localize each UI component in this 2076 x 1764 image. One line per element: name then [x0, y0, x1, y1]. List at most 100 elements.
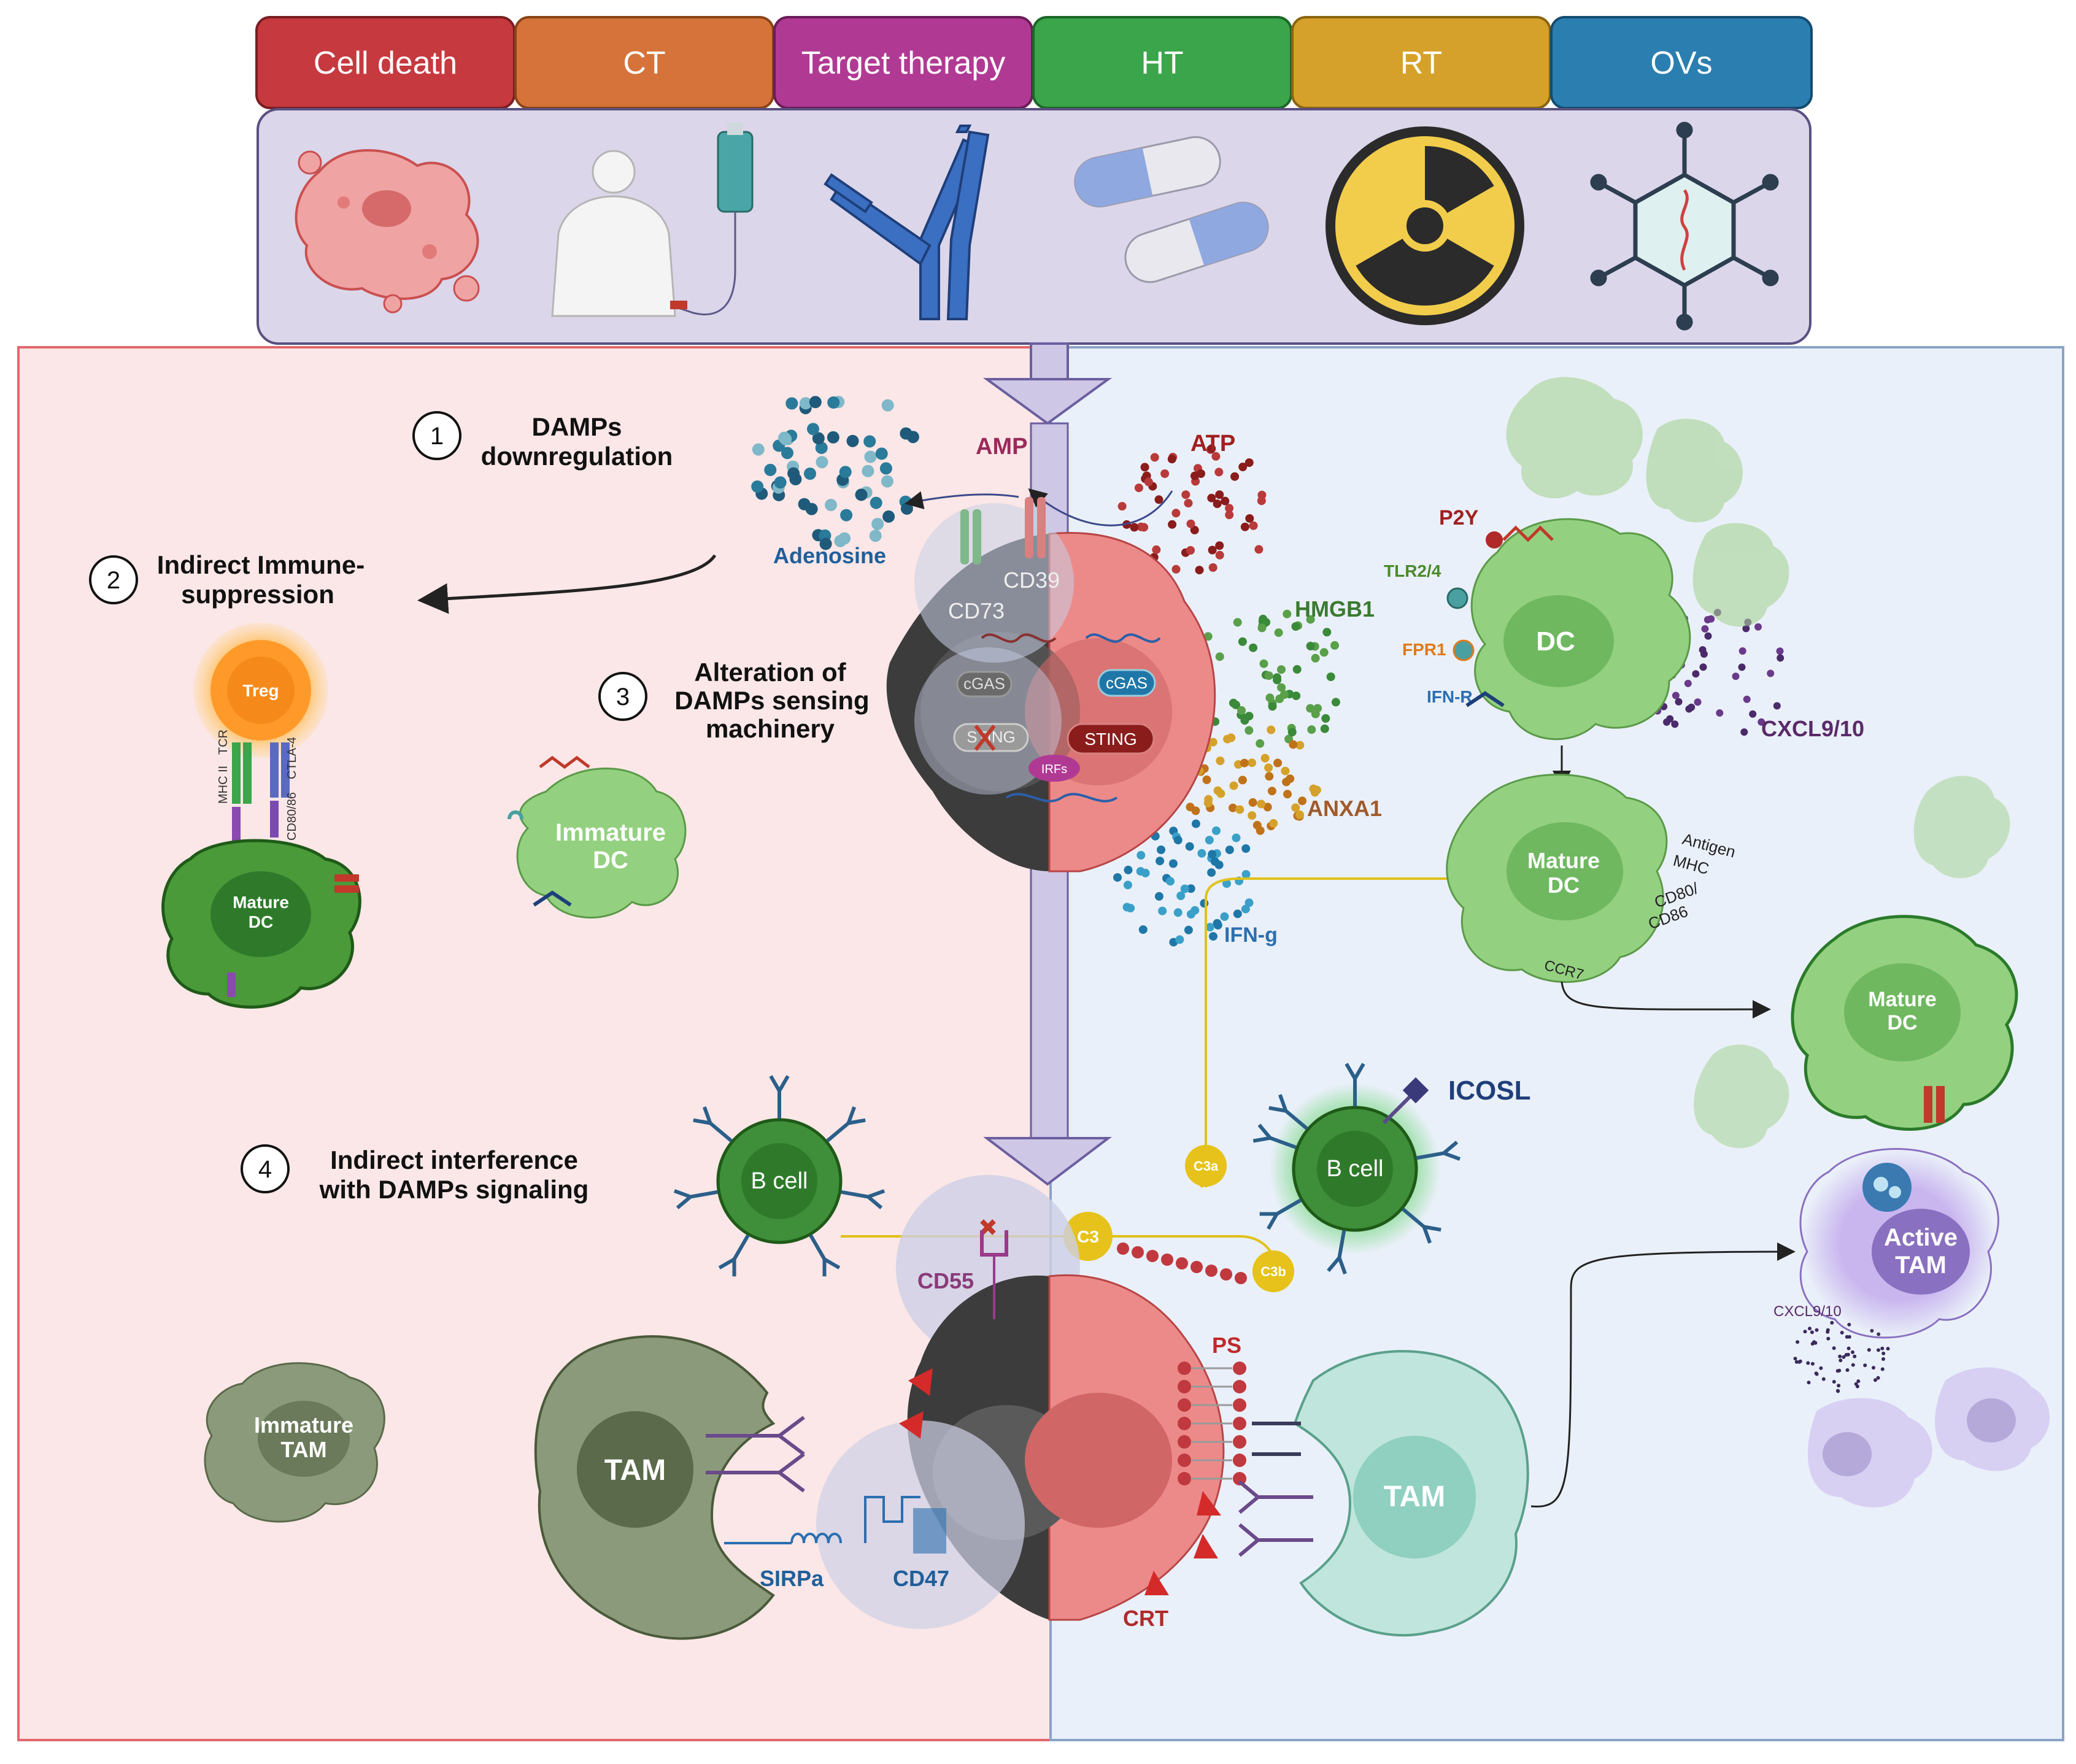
particle-dot: [805, 503, 818, 515]
particle-dot: [1840, 1331, 1844, 1335]
lipid-head: [1233, 1435, 1246, 1449]
particle-dot: [1671, 720, 1679, 728]
treg-cell: Treg: [193, 623, 328, 758]
particle-dot: [1295, 741, 1305, 750]
particle-dot: [1810, 1362, 1815, 1366]
particle-dot: [1826, 1330, 1830, 1334]
b-cell-label: B cell: [1327, 1156, 1384, 1182]
particle-dot: [864, 450, 877, 463]
particle-dot: [1880, 1346, 1885, 1350]
cd39-label: CD39: [1003, 568, 1060, 593]
particle-dot: [1807, 1381, 1811, 1385]
particle-dot: [1256, 826, 1265, 835]
migration-arrow: [1561, 981, 1771, 1019]
particle-dot: [1694, 698, 1702, 706]
tam-label: TAM: [604, 1454, 666, 1487]
step-title-line: downregulation: [481, 442, 673, 471]
particle-dot: [1845, 1368, 1850, 1372]
particle-dot: [1244, 458, 1254, 467]
particle-dot: [1743, 695, 1751, 703]
particle-dot: [1803, 1330, 1807, 1334]
particle-dot: [1819, 1366, 1823, 1370]
mature-label: Mature: [1527, 848, 1600, 873]
particle-dot: [752, 443, 765, 456]
particle-dot: [1208, 545, 1217, 555]
particle-dot: [1124, 865, 1133, 874]
particle-dot: [1692, 670, 1700, 678]
synapse-receptors: MHC II TCR CD80/86 CTLA-4: [217, 730, 299, 844]
tam-left-cell: TAM: [534, 1335, 805, 1640]
particle-dot: [1810, 1330, 1814, 1335]
particle-dot: [1311, 709, 1320, 718]
particle-dot: [863, 435, 876, 448]
particle-dot: [1225, 510, 1234, 520]
adenosine-label: Adenosine: [773, 543, 886, 568]
particle-dot: [1306, 642, 1315, 650]
particle-dot: [1326, 672, 1335, 681]
tab-rt: RT: [1291, 16, 1551, 109]
particle-dot: [1307, 725, 1316, 734]
particle-dot: [1213, 786, 1222, 795]
particle-dot: [1872, 1366, 1875, 1370]
particle-dot: [1738, 663, 1746, 671]
step-title-line: Indirect interference: [330, 1146, 578, 1174]
particle-dot: [1190, 525, 1199, 534]
particle-dot: [1265, 772, 1274, 781]
mhc2-label: MHC II: [217, 766, 230, 804]
particle-dot: [1863, 1363, 1867, 1368]
particle-dot: [1754, 623, 1762, 631]
atp-dots: [1117, 444, 1267, 575]
lipid-head: [1235, 1272, 1247, 1284]
particle-dot: [846, 434, 859, 447]
particle-dot: [1732, 672, 1740, 680]
particle-dot: [1205, 923, 1214, 932]
radiation-icon: [1325, 126, 1524, 325]
c3a-label: C3a: [1194, 1158, 1219, 1174]
step-3: 3 Alteration of DAMPs sensing machinery: [598, 658, 870, 743]
particle-dot: [1144, 477, 1153, 487]
lipid-head: [1233, 1454, 1246, 1467]
particle-dot: [1171, 509, 1181, 518]
particle-dot: [1126, 904, 1135, 913]
particle-dot: [1767, 669, 1775, 677]
particle-dot: [751, 480, 764, 493]
particle-dot: [1168, 520, 1177, 529]
particle-dot: [1275, 694, 1284, 703]
step-2: 2 Indirect Immune- suppression: [89, 550, 365, 609]
dc-short-label: DC: [593, 847, 628, 874]
particle-dot: [1186, 884, 1195, 893]
antibody-receptor: [1268, 1094, 1308, 1130]
cd73-highlight: [914, 503, 1074, 663]
amp-label: AMP: [976, 434, 1027, 460]
particle-dot: [1830, 1320, 1834, 1325]
particle-dot: [1197, 849, 1206, 858]
crt-label: CRT: [1123, 1606, 1168, 1631]
particle-dot: [1176, 892, 1186, 900]
particle-dot: [1853, 1354, 1857, 1358]
particle-dot: [1208, 738, 1217, 747]
fpr1-label: FPR1: [1402, 640, 1446, 659]
particle-dot: [1241, 870, 1251, 879]
cxcl-top-label: CXCL9/10: [1761, 716, 1864, 741]
c3-label: C3: [1077, 1227, 1099, 1246]
particle-dot: [1277, 683, 1286, 692]
particle-dot: [1214, 860, 1224, 869]
particle-dot: [1154, 892, 1163, 901]
particle-dot: [1815, 1372, 1819, 1376]
particle-dot: [1292, 691, 1301, 701]
particle-dot: [809, 396, 822, 409]
particle-dot: [1238, 637, 1247, 646]
iv-drip-patient-icon: [551, 123, 754, 317]
particle-dot: [1222, 879, 1231, 888]
particle-dot: [1281, 766, 1290, 776]
particle-dot: [1232, 833, 1241, 842]
particle-dot: [1167, 455, 1176, 464]
lipid-head: [1178, 1472, 1191, 1485]
p2y-label: P2Y: [1439, 506, 1479, 530]
particle-dot: [862, 464, 874, 477]
particle-dot: [1254, 545, 1264, 554]
particle-dot: [804, 468, 816, 480]
particle-dot: [1257, 623, 1267, 633]
particle-dot: [869, 530, 882, 542]
particle-dot: [1851, 1350, 1854, 1354]
